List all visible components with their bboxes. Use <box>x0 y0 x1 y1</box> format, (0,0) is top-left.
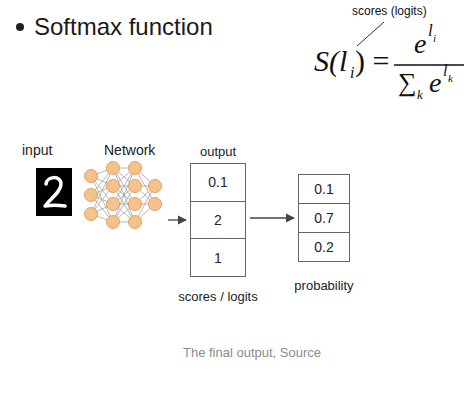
fraction-bar <box>394 64 464 66</box>
figure-caption: The final output, Source <box>183 346 321 359</box>
neuron <box>85 170 98 183</box>
formula-subscript: i <box>433 33 436 44</box>
neuron <box>149 198 162 211</box>
vector-column: probability0.10.70.2 <box>298 174 350 262</box>
bullet-dot <box>16 23 24 31</box>
formula-superscript: l <box>428 22 433 39</box>
formula-text: e <box>429 69 441 97</box>
formula-subscript: k <box>448 73 453 84</box>
neuron <box>129 198 142 211</box>
formula-text: ) = <box>355 46 389 76</box>
input-image: input <box>36 168 72 216</box>
cell-value: 0.7 <box>314 211 333 225</box>
value-cell: 1 <box>191 238 245 276</box>
value-cell: 0.2 <box>299 232 349 261</box>
neuron <box>85 189 98 202</box>
cell-value: 0.1 <box>208 175 227 189</box>
slide-title: Softmax function <box>34 15 213 39</box>
neuron <box>129 162 142 175</box>
node-heading: input <box>22 143 52 157</box>
flow-arrow <box>250 217 294 218</box>
cell-value: 2 <box>214 213 222 227</box>
digit-figure <box>36 168 72 216</box>
neuron <box>129 180 142 193</box>
value-cell: 0.7 <box>299 203 349 232</box>
column-footer: scores / logits <box>178 290 257 303</box>
neuron <box>107 162 120 175</box>
network-illustration <box>82 160 164 230</box>
formula-subscript: k <box>417 88 423 101</box>
formula-subscript: i <box>350 65 354 81</box>
leader-line <box>357 22 384 46</box>
formula-superscript: l <box>443 63 447 79</box>
neuron <box>107 216 120 229</box>
node-heading: Network <box>104 143 155 157</box>
column-heading: output <box>200 145 236 158</box>
cell-value: 0.2 <box>314 240 333 254</box>
column-footer: probability <box>294 279 353 292</box>
neuron <box>129 216 142 229</box>
neuron <box>149 180 162 193</box>
formula-text: e <box>414 30 426 58</box>
cell-value: 0.1 <box>314 182 333 196</box>
network-link <box>113 168 135 222</box>
annotation-label: scores (logits) <box>352 5 427 17</box>
vector-column: outputscores / logits0.121 <box>190 163 246 277</box>
value-cell: 0.1 <box>299 175 349 203</box>
flow-arrow <box>168 219 186 220</box>
network-link <box>113 168 135 222</box>
neuron <box>85 208 98 221</box>
formula-sum: ∑ <box>398 70 417 96</box>
cell-value: 1 <box>214 251 222 265</box>
neuron <box>107 180 120 193</box>
neuron <box>107 198 120 211</box>
formula-text: S(l <box>314 46 347 76</box>
value-cell: 2 <box>191 201 245 239</box>
network-figure: Network <box>82 160 164 230</box>
digit-stroke <box>45 178 65 206</box>
value-cell: 0.1 <box>191 164 245 201</box>
